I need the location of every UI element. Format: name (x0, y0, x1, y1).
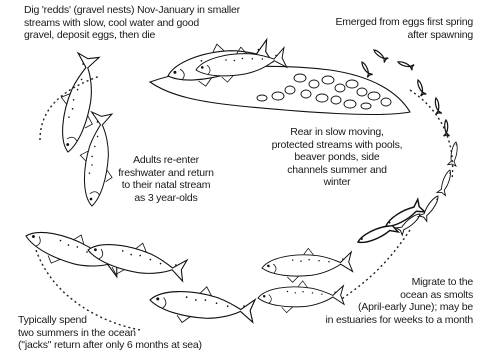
fry-2 (372, 48, 388, 63)
caption-adults-line-2: freshwater and return (106, 167, 226, 180)
caption-ocean-line-3: ("jacks" return after only 6 months at s… (18, 339, 202, 352)
caption-rear-line-3: beaver ponds, side (262, 151, 412, 164)
caption-redds: Dig 'redds' (gravel nests) Nov-January i… (24, 4, 240, 42)
caption-emerged: Emerged from eggs first spring after spa… (335, 16, 473, 41)
caption-redds-line-2: streams with slow, cool water and good (24, 17, 240, 30)
ocean-salmon-2 (84, 232, 188, 288)
caption-adults-line-1: Adults re-enter (106, 154, 226, 167)
caption-emerged-line-2: after spawning (335, 29, 473, 42)
caption-rear-line-5: winter (262, 176, 412, 189)
juvenile-2 (437, 168, 454, 195)
caption-ocean-line-1: Typically spend (18, 314, 202, 327)
caption-adults-line-4: as 3 year-olds (106, 192, 226, 205)
caption-rear-line-2: protected streams with pools, (262, 139, 412, 152)
caption-adults: Adults re-enter freshwater and return to… (106, 154, 226, 204)
caption-ocean: Typically spend two summers in the ocean… (18, 314, 202, 352)
caption-rear-line-1: Rear in slow moving, (262, 126, 412, 139)
caption-emerged-line-1: Emerged from eggs first spring (335, 16, 473, 29)
caption-redds-line-1: Dig 'redds' (gravel nests) Nov-January i… (24, 4, 240, 17)
fry-4 (415, 79, 426, 96)
caption-migrate-line-3: (April-early June); may be (326, 301, 473, 314)
caption-migrate-line-4: in estuaries for weeks to a month (326, 314, 473, 327)
caption-migrate: Migrate to the ocean as smolts (April-ea… (326, 276, 473, 326)
caption-redds-line-3: gravel, deposit eggs, then die (24, 29, 240, 42)
fry-5 (433, 97, 442, 114)
caption-adults-line-3: to their natal stream (106, 179, 226, 192)
fry-3 (397, 59, 414, 70)
caption-ocean-line-2: two summers in the ocean (18, 327, 202, 340)
caption-rear: Rear in slow moving, protected streams w… (262, 126, 412, 189)
caption-migrate-line-2: ocean as smolts (326, 289, 473, 302)
fry-1 (359, 61, 372, 78)
juvenile-3 (419, 193, 442, 221)
caption-rear-line-4: channels summer and (262, 164, 412, 177)
caption-migrate-line-1: Migrate to the (326, 276, 473, 289)
juvenile-1 (448, 141, 460, 166)
